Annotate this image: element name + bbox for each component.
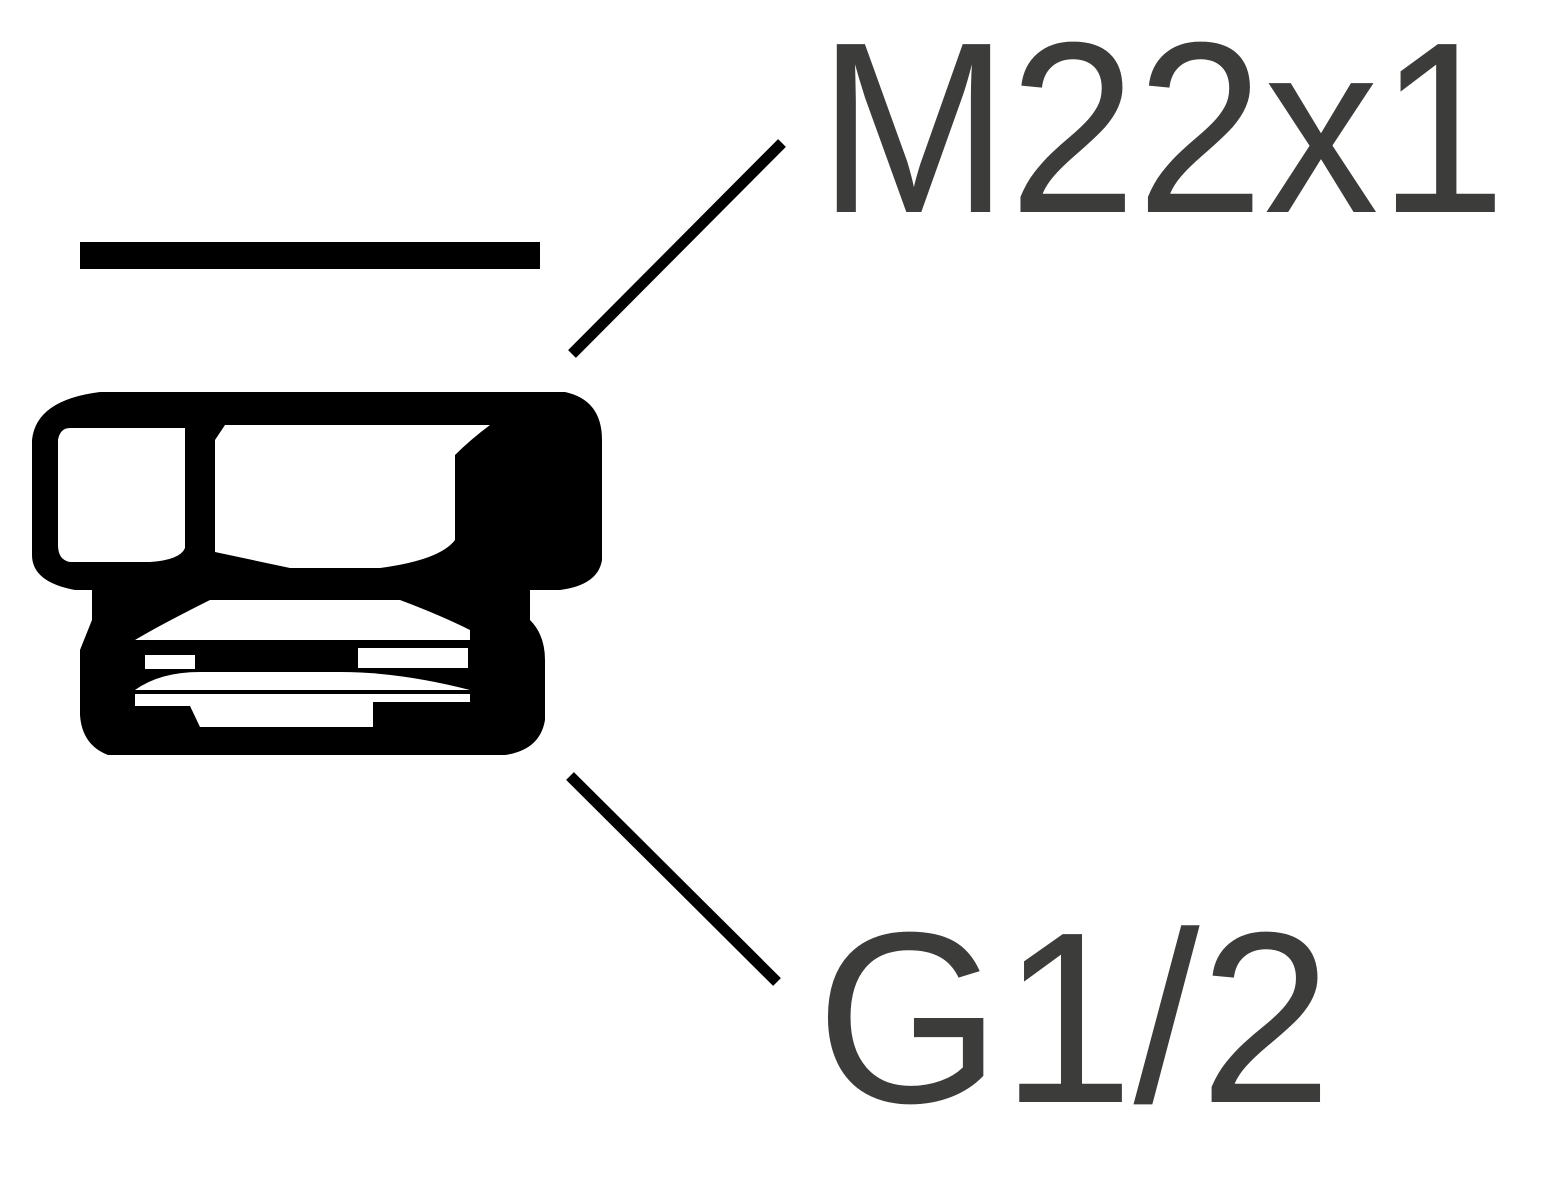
fitting-lower-window (135, 600, 470, 640)
fitting-upper-window-left (58, 428, 185, 562)
fitting-icon (32, 392, 602, 755)
fitting-thread-groove-3 (135, 672, 470, 690)
top-bar (80, 242, 540, 269)
top-thread-label: M22x1 (818, 0, 1506, 264)
bottom-thread-label: G1/2 (816, 881, 1332, 1154)
fitting-thread-groove-1 (145, 655, 195, 669)
fitting-thread-groove-4 (135, 694, 470, 727)
leader-line-top (568, 139, 786, 358)
leader-line-bottom (566, 772, 781, 986)
fitting-thread-groove-2 (358, 648, 468, 668)
fitting-upper-window-middle (215, 425, 490, 568)
